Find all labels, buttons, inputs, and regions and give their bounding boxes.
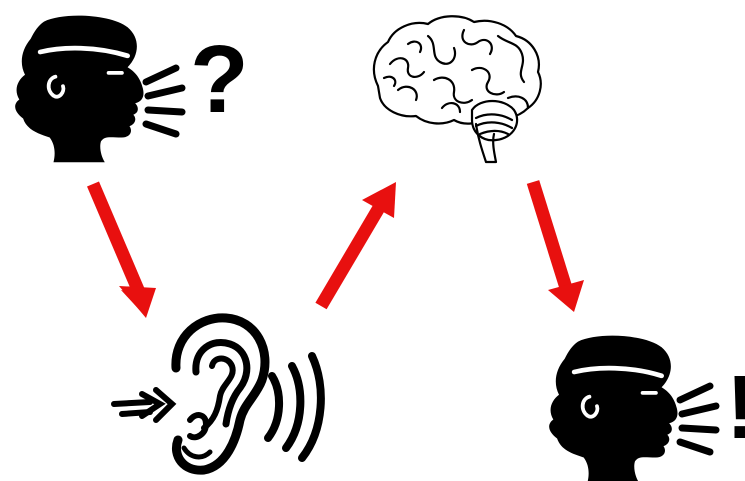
sound-in-arrows-icon: [114, 390, 172, 420]
ear-icon: [176, 318, 265, 470]
arrow-brain-to-responder: [533, 182, 584, 312]
exclamation-mark: !: [726, 358, 745, 458]
speech-lines-icon: [146, 68, 182, 134]
brain-icon: [374, 16, 541, 162]
arrow-ear-to-brain: [321, 182, 396, 306]
question-mark: ?: [190, 26, 249, 133]
sound-waves-icon: [268, 356, 321, 458]
speaker-head-icon: [15, 16, 143, 163]
responder-speech-lines-icon: [680, 386, 716, 452]
arrow-speaker-to-ear: [93, 184, 156, 318]
responder-head-icon: [549, 336, 677, 481]
